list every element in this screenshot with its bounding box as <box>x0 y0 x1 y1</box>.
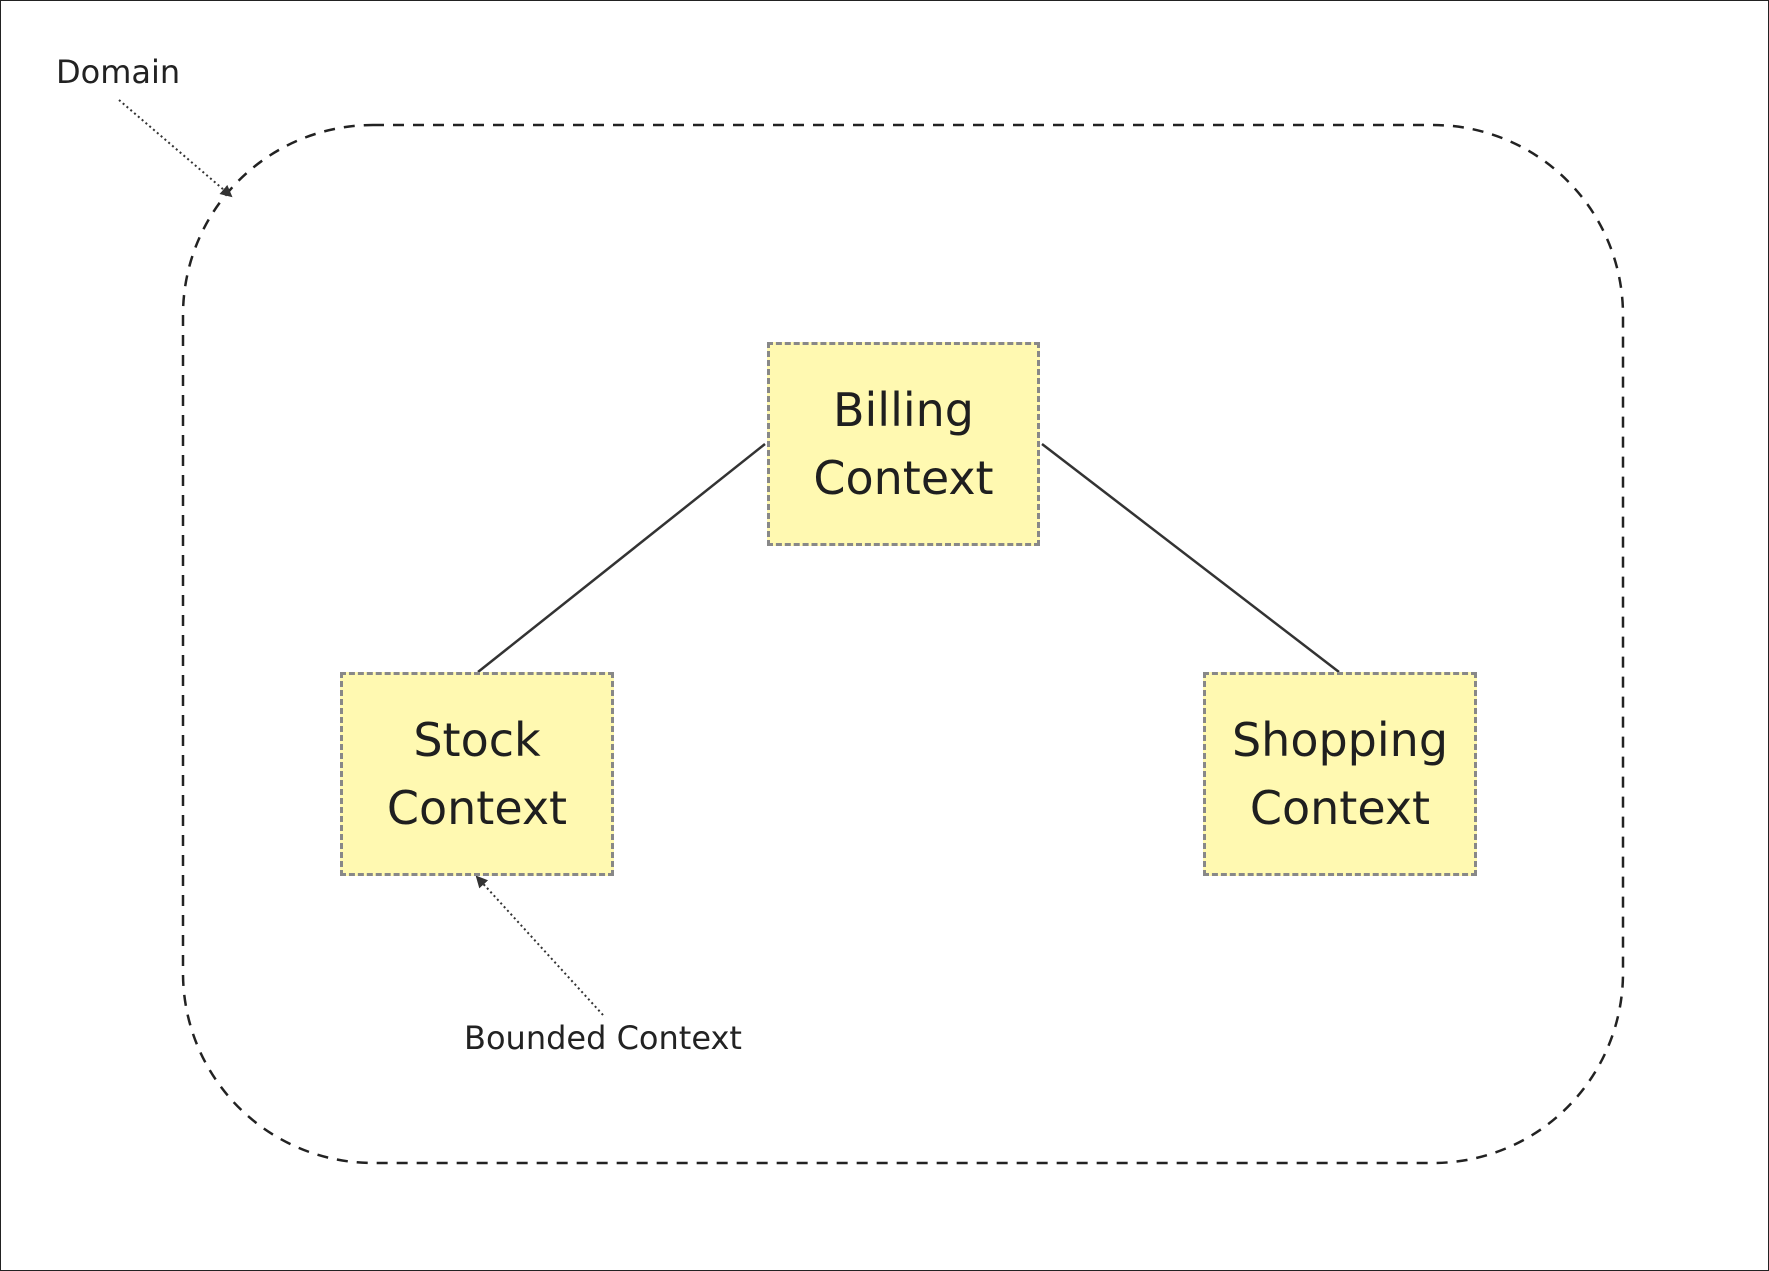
connector-billing-shopping <box>1041 443 1340 673</box>
billing-context-line1: Billing <box>832 383 975 437</box>
connector-billing-stock <box>477 443 766 673</box>
shopping-context-line2: Context <box>1249 781 1431 835</box>
bounded-context-annotation-arrow <box>475 875 604 1016</box>
stock-context-box[interactable]: Stock Context <box>340 672 614 876</box>
domain-label: Domain <box>56 53 181 91</box>
stock-context-line2: Context <box>386 781 568 835</box>
domain-annotation-arrow <box>118 99 233 198</box>
shopping-context-box[interactable]: Shopping Context <box>1203 672 1477 876</box>
bounded-context-label: Bounded Context <box>464 1019 742 1057</box>
domain-boundary <box>181 123 1625 1165</box>
shopping-context-line1: Shopping <box>1231 713 1449 767</box>
billing-context-line2: Context <box>813 451 994 505</box>
billing-context-box[interactable]: Billing Context <box>767 342 1040 546</box>
stock-context-line1: Stock <box>413 713 541 767</box>
